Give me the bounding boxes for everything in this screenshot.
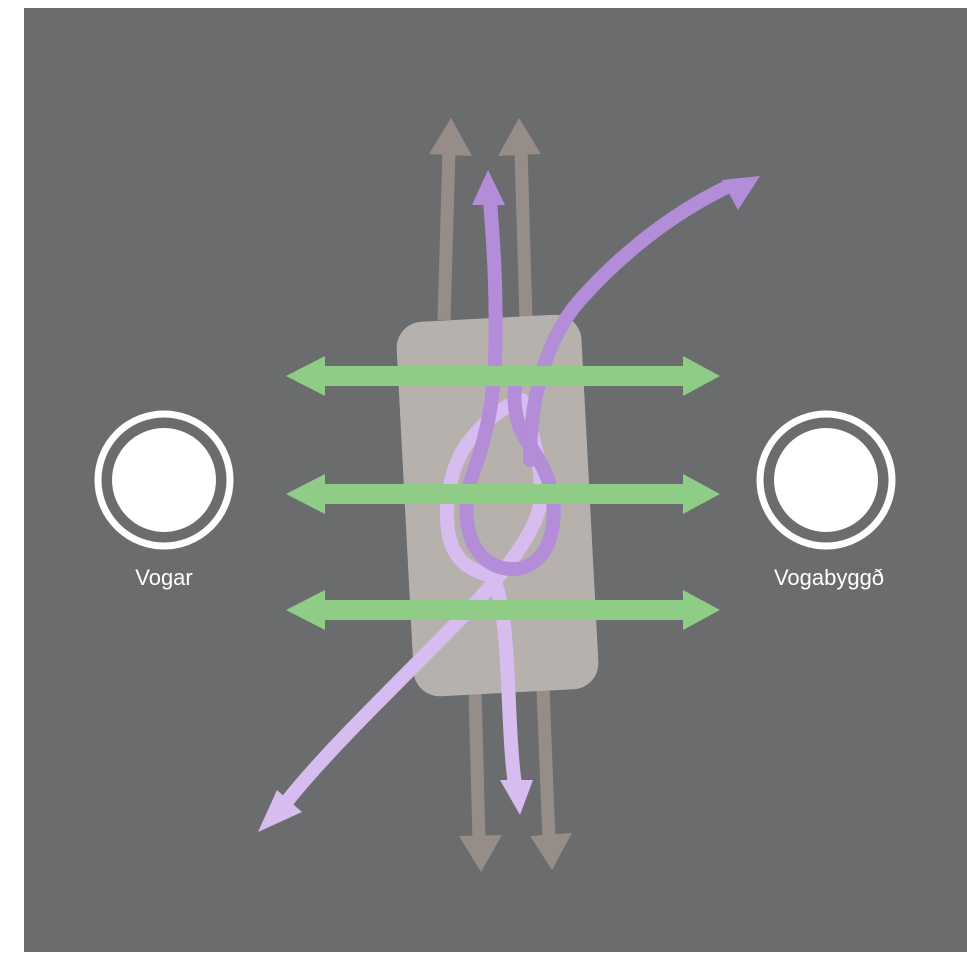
ramp-light-south-loop bbox=[440, 393, 533, 815]
road-arrow-north-2 bbox=[498, 118, 541, 321]
station-label-vogar: Vogar bbox=[135, 565, 193, 590]
station-vogabyggd-icon bbox=[756, 410, 896, 550]
crossing-arrow-2 bbox=[286, 474, 720, 514]
road-arrow-south-2 bbox=[530, 689, 572, 870]
ramp-dark-northeast bbox=[523, 176, 760, 467]
crossing-arrow-1 bbox=[286, 356, 720, 396]
station-vogar-icon bbox=[94, 410, 234, 550]
road-arrow-south-1 bbox=[459, 689, 502, 872]
station-label-vogabyggd: Vogabyggð bbox=[773, 565, 885, 590]
crossing-arrow-3 bbox=[286, 590, 720, 630]
road-arrow-north-1 bbox=[429, 118, 472, 321]
